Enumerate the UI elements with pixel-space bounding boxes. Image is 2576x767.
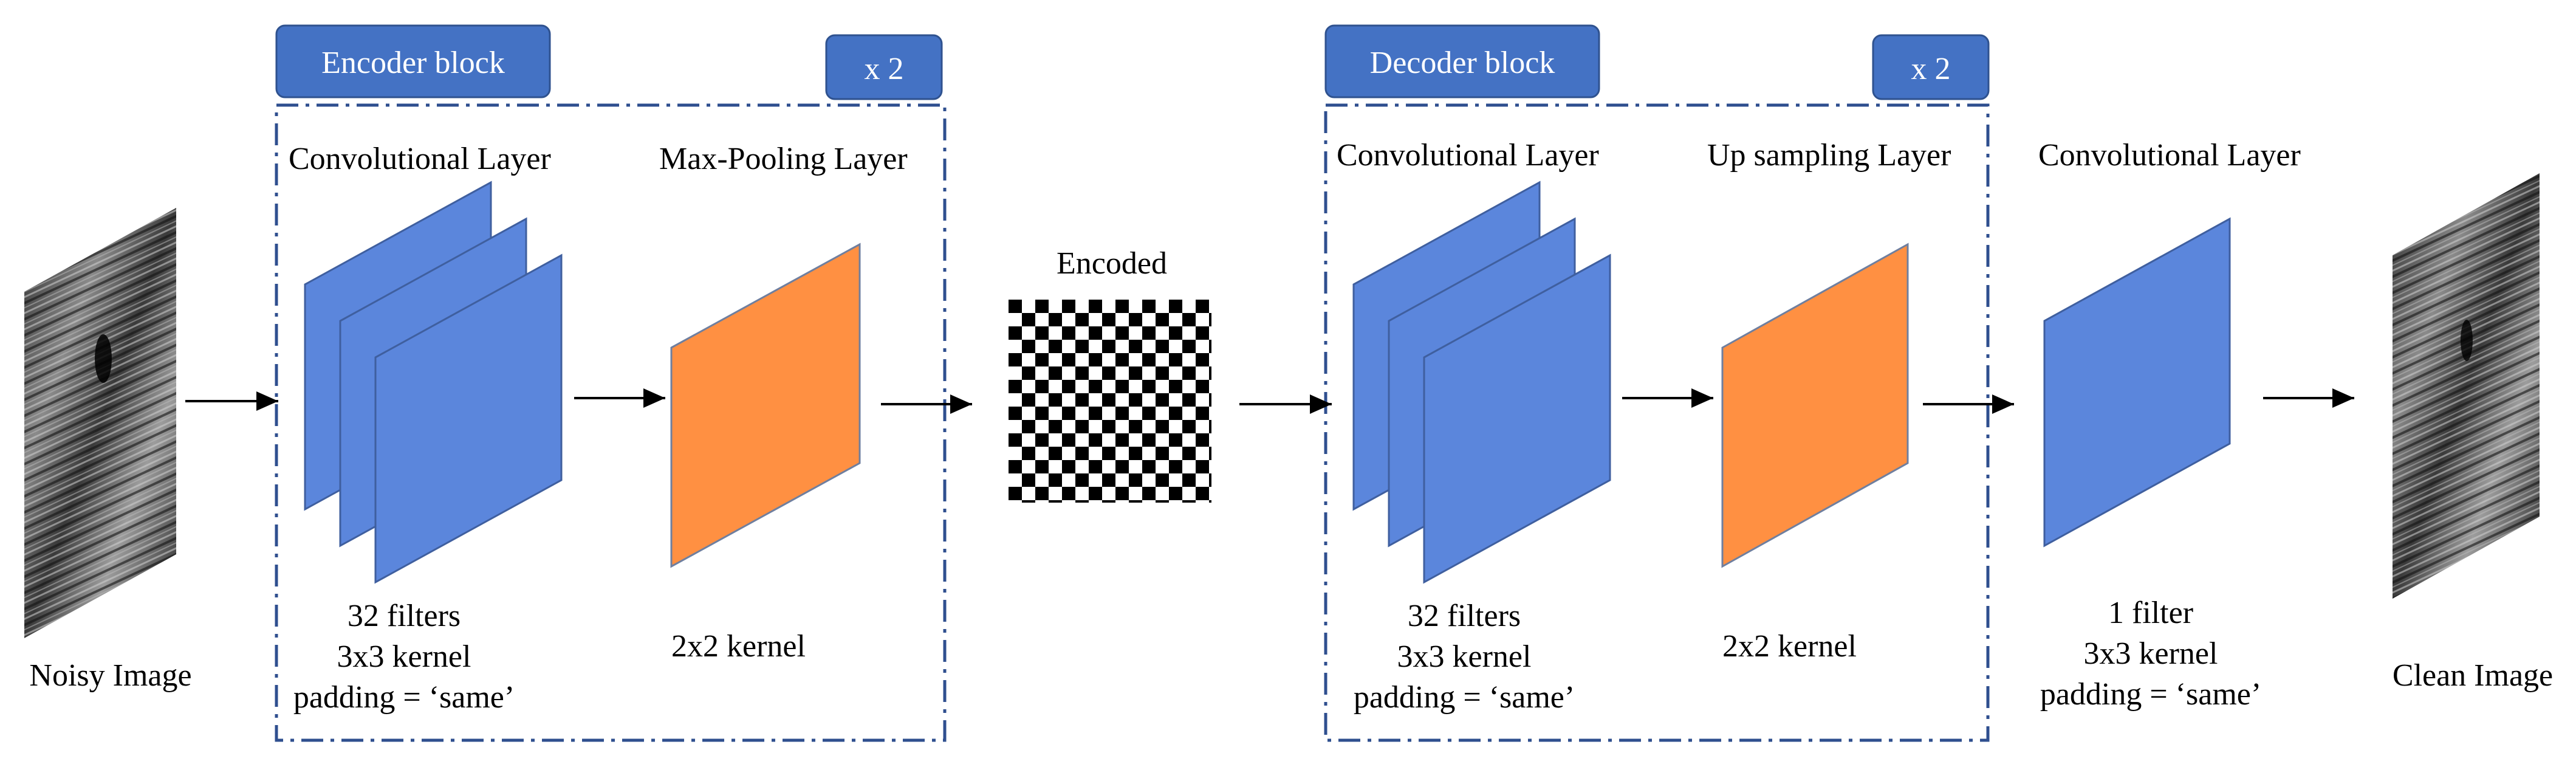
final-conv-kernel-label: 3x3 kernel (2084, 636, 2218, 671)
decoder-upsample-title: Up sampling Layer (1707, 138, 1951, 173)
clean-image-label: Clean Image (2393, 658, 2553, 693)
final-conv-title: Convolutional Layer (2038, 138, 2301, 173)
max-pooling-layer (670, 242, 861, 568)
encoded-checkerboard (1009, 300, 1211, 503)
final-conv-padding-label: padding = ‘same’ (2040, 677, 2261, 712)
decoder-block-title: Decoder block (1370, 46, 1555, 80)
encoder-block-tag (275, 24, 551, 98)
encoder-pool-kernel-label: 2x2 kernel (671, 629, 806, 664)
encoder-conv-filters (304, 181, 563, 584)
decoder-filter-3 (1423, 253, 1611, 584)
encoder-block-title: Encoder block (321, 46, 505, 80)
encoder-conv-kernel-label: 3x3 kernel (337, 639, 471, 674)
up-sampling-layer (1721, 242, 1909, 568)
encoder-conv-title: Convolutional Layer (289, 142, 551, 176)
final-conv-filters-label: 1 filter (2108, 596, 2193, 630)
clean-image (2393, 173, 2540, 599)
encoded-label: Encoded (1057, 246, 1167, 281)
encoder-repeat-label: x 2 (865, 52, 904, 86)
encoder-repeat-tag (825, 34, 943, 100)
decoder-upsample-kernel-label: 2x2 kernel (1722, 629, 1857, 664)
decoder-conv-padding-label: padding = ‘same’ (1354, 680, 1575, 715)
decoder-repeat-label: x 2 (1911, 52, 1951, 86)
encoder-conv-filters-label: 32 filters (348, 599, 461, 633)
encoder-filter-3 (374, 253, 563, 584)
noisy-image (24, 208, 176, 638)
flow-arrows (185, 388, 2354, 414)
decoder-conv-filters-label: 32 filters (1408, 599, 1521, 633)
decoder-block-border (1324, 103, 1990, 742)
decoder-repeat-tag (1872, 34, 1990, 100)
encoder-conv-padding-label: padding = ‘same’ (293, 680, 515, 715)
decoder-conv-kernel-label: 3x3 kernel (1397, 639, 1532, 674)
final-conv-filter (2043, 217, 2231, 548)
decoder-conv-title: Convolutional Layer (1337, 138, 1599, 173)
noisy-image-label: Noisy Image (29, 658, 191, 693)
encoder-pool-title: Max-Pooling Layer (659, 142, 908, 176)
encoder-block-border (275, 103, 947, 742)
decoder-block-tag (1324, 24, 1600, 98)
decoder-conv-filters (1352, 181, 1611, 584)
